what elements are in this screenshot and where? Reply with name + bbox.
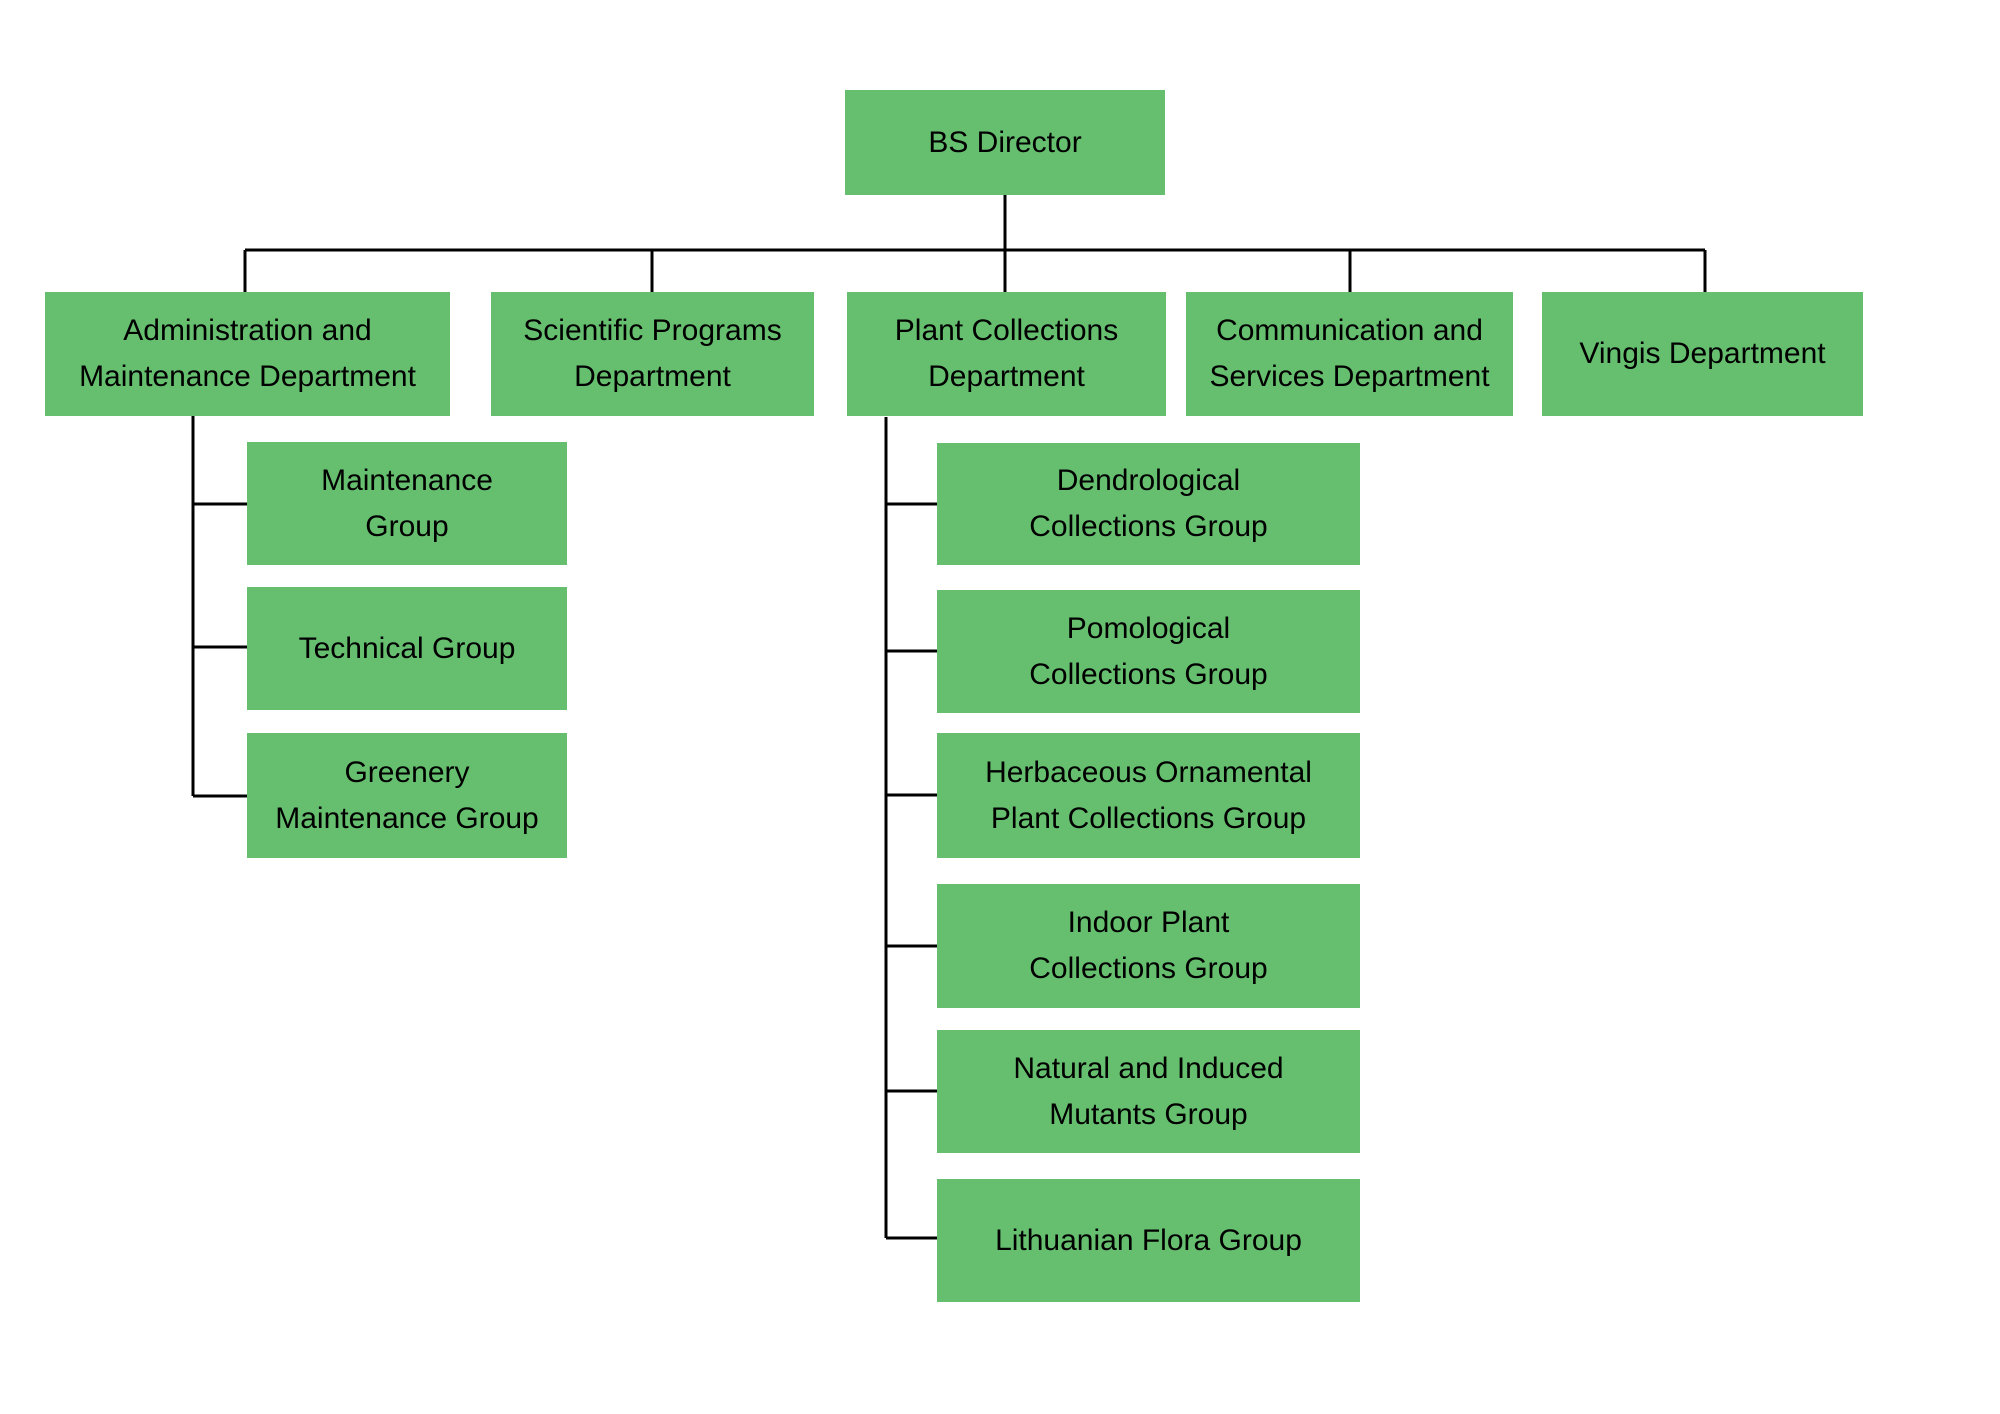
node-maintenance-group: Maintenance Group (247, 442, 567, 565)
administration-subtree-connector (191, 414, 247, 798)
node-indoor-plant-collections-group: Indoor Plant Collections Group (937, 884, 1360, 1008)
node-administration-and-maintenance-department: Administration and Maintenance Departmen… (45, 292, 450, 416)
node-scientific-programs-department: Scientific Programs Department (491, 292, 814, 416)
level2-connector (243, 195, 1707, 292)
node-lithuanian-flora-group: Lithuanian Flora Group (937, 1179, 1360, 1302)
plant-collections-subtree-connector (884, 417, 937, 1240)
node-dendrological-collections-group: Dendrological Collections Group (937, 443, 1360, 565)
node-greenery-maintenance-group: Greenery Maintenance Group (247, 733, 567, 858)
node-vingis-department: Vingis Department (1542, 292, 1863, 416)
node-natural-and-induced-mutants-group: Natural and Induced Mutants Group (937, 1030, 1360, 1153)
node-plant-collections-department: Plant Collections Department (847, 292, 1166, 416)
node-pomological-collections-group: Pomological Collections Group (937, 590, 1360, 713)
node-herbaceous-ornamental-plant-collections-group: Herbaceous Ornamental Plant Collections … (937, 733, 1360, 858)
node-communication-and-services-department: Communication and Services Department (1186, 292, 1513, 416)
node-bs-director: BS Director (845, 90, 1165, 195)
node-technical-group: Technical Group (247, 587, 567, 710)
